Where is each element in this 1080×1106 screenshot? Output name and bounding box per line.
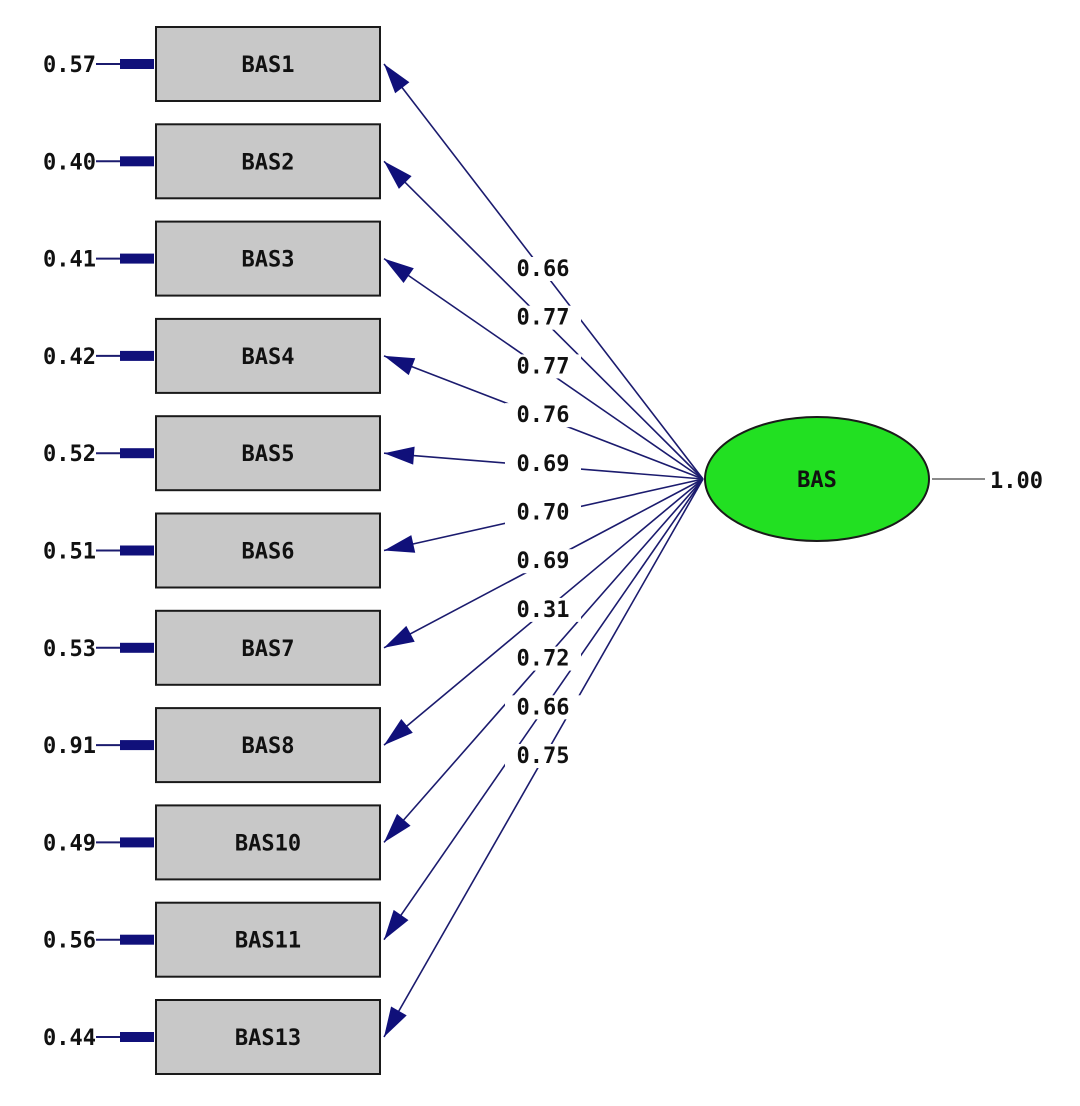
- error-arrowhead: [120, 156, 154, 167]
- indicator-label: BAS8: [242, 734, 295, 759]
- error-variance-label: 0.41: [43, 248, 96, 273]
- error-variance-label: 0.56: [43, 929, 96, 954]
- error-variance-label: 0.53: [43, 637, 96, 662]
- loading-label: 0.75: [517, 744, 570, 769]
- latent-variance-label: 1.00: [990, 469, 1043, 494]
- indicator-box: [155, 901, 381, 978]
- error-arrowhead: [120, 253, 154, 264]
- error-variance-label: 0.51: [43, 540, 96, 565]
- indicator-label: BAS6: [242, 540, 295, 565]
- error-arrowhead: [120, 59, 154, 69]
- loading-arrowhead: [384, 64, 410, 94]
- error-arrowhead: [120, 448, 154, 459]
- indicator-label: BAS13: [235, 1026, 301, 1051]
- error-arrowhead: [120, 934, 154, 945]
- indicator-box: [155, 123, 381, 200]
- latent-label: BAS: [797, 468, 837, 493]
- error-variance-label: 0.42: [43, 345, 96, 370]
- error-arrowhead: [120, 545, 154, 556]
- error-variance-label: 0.57: [43, 53, 96, 78]
- loading-label: 0.66: [517, 695, 570, 720]
- loading-label-bg: [505, 305, 581, 330]
- loading-label-bg: [505, 403, 581, 428]
- indicator-label: BAS4: [242, 345, 295, 370]
- error-arrowhead: [120, 642, 154, 653]
- indicator-box: [155, 999, 381, 1075]
- indicator-box: [155, 415, 381, 492]
- indicator-box: [155, 220, 381, 297]
- indicator-label: BAS5: [242, 442, 295, 467]
- error-variance-label: 0.49: [43, 831, 96, 856]
- loading-arrowhead: [384, 355, 416, 376]
- indicator-label: BAS11: [235, 929, 301, 954]
- loading-label-bg: [505, 744, 581, 768]
- indicator-label: BAS7: [242, 637, 295, 662]
- loading-labels: 0.66 0.77 0.77 0.76 0.69 0.70 0.69 0.31 0.72 0.66…: [505, 257, 581, 769]
- loading-arrowhead: [384, 718, 413, 746]
- loading-label-bg: [505, 646, 581, 671]
- loading-label: 0.76: [517, 403, 570, 428]
- loading-arrowhead: [384, 813, 411, 843]
- indicator-label: BAS2: [242, 150, 295, 175]
- loading-label-bg: [505, 549, 581, 574]
- indicator-box: [155, 26, 381, 102]
- loading-arrowhead: [384, 1006, 407, 1037]
- indicator-box: [155, 707, 381, 784]
- error-arrowhead: [120, 837, 154, 848]
- indicator-box: [155, 512, 381, 589]
- loading-label: 0.31: [517, 598, 570, 623]
- loading-label: 0.77: [517, 306, 570, 331]
- error-arrowhead: [120, 350, 154, 361]
- loading-arrowhead: [384, 909, 409, 940]
- loading-label-bg: [505, 597, 581, 622]
- loading-label: 0.72: [517, 647, 570, 672]
- indicator-box: [155, 317, 381, 394]
- loading-label-bg: [505, 354, 581, 379]
- latent-ellipse: [704, 416, 930, 542]
- indicator-label: BAS10: [235, 831, 301, 856]
- loading-arrowhead: [384, 161, 412, 189]
- loading-arrowhead: [384, 258, 414, 284]
- indicator-label: BAS1: [242, 53, 295, 78]
- error-variance-label: 0.44: [43, 1026, 96, 1051]
- loading-label: 0.66: [517, 257, 570, 282]
- loading-label-bg: [505, 257, 581, 281]
- loading-label: 0.69: [517, 549, 570, 574]
- loading-arrowhead: [384, 535, 416, 553]
- error-terms: 0.57 0.40 0.41 0.42 0.52 0.51 0.53 0.91 0.49 0.56…: [43, 53, 154, 1051]
- loading-arrowhead: [384, 625, 415, 648]
- error-arrowhead: [120, 1032, 154, 1042]
- indicator-box: [155, 804, 381, 881]
- indicator-boxes: BAS1BAS2BAS3BAS4BAS5BAS6BAS7BAS8BAS10BAS…: [155, 26, 381, 1075]
- error-variance-label: 0.40: [43, 150, 96, 175]
- latent-variable: BAS 1.00: [704, 416, 1043, 542]
- error-variance-label: 0.52: [43, 442, 96, 467]
- loading-label: 0.77: [517, 354, 570, 379]
- loading-label-bg: [505, 500, 581, 525]
- indicator-box: [155, 609, 381, 686]
- error-arrowhead: [120, 740, 154, 751]
- error-variance-label: 0.91: [43, 734, 96, 759]
- indicator-label: BAS3: [242, 248, 295, 273]
- loading-label: 0.70: [517, 501, 570, 526]
- loading-label: 0.69: [517, 452, 570, 477]
- loading-arrowhead: [384, 446, 415, 465]
- loading-label-bg: [505, 451, 581, 476]
- loading-label-bg: [505, 695, 581, 720]
